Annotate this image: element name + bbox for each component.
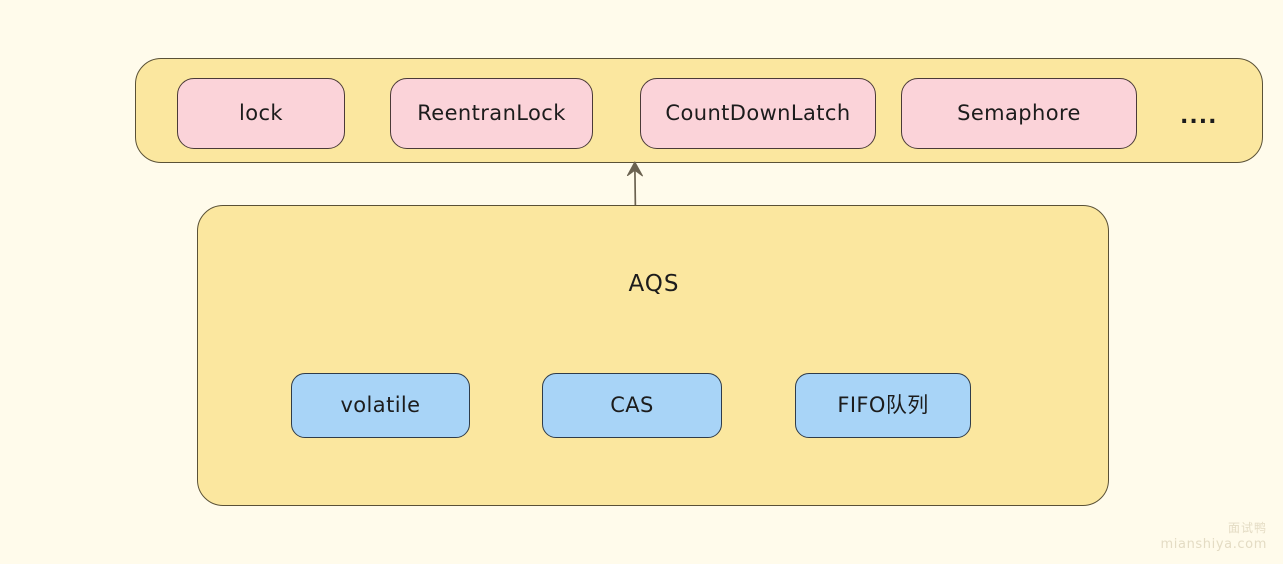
node-semaphore-label: Semaphore bbox=[957, 100, 1081, 125]
node-volatile[interactable]: volatile bbox=[291, 373, 470, 438]
node-fifo-queue-label: FIFO队列 bbox=[837, 392, 929, 417]
aqs-title: AQS bbox=[628, 271, 680, 297]
node-cas-label: CAS bbox=[610, 392, 654, 417]
node-volatile-label: volatile bbox=[340, 392, 421, 417]
arrow-aqs-to-implementations-icon bbox=[626, 161, 643, 209]
node-semaphore[interactable]: Semaphore bbox=[901, 78, 1137, 149]
node-countdownlatch[interactable]: CountDownLatch bbox=[640, 78, 876, 149]
node-cas[interactable]: CAS bbox=[542, 373, 722, 438]
node-reentranlock-label: ReentranLock bbox=[417, 100, 566, 125]
node-fifo-queue[interactable]: FIFO队列 bbox=[795, 373, 971, 438]
watermark-brand: 面试鸭 bbox=[1227, 521, 1267, 536]
watermark-url: mianshiya.com bbox=[1160, 537, 1267, 553]
watermark: 面试鸭 mianshiya.com bbox=[1161, 520, 1267, 554]
node-lock-label: lock bbox=[239, 100, 283, 125]
ellipsis-more-indicator: .... bbox=[1180, 103, 1218, 129]
node-countdownlatch-label: CountDownLatch bbox=[665, 100, 851, 125]
node-reentranlock[interactable]: ReentranLock bbox=[390, 78, 593, 149]
aqs-container: AQS bbox=[197, 205, 1109, 506]
node-lock[interactable]: lock bbox=[177, 78, 345, 149]
